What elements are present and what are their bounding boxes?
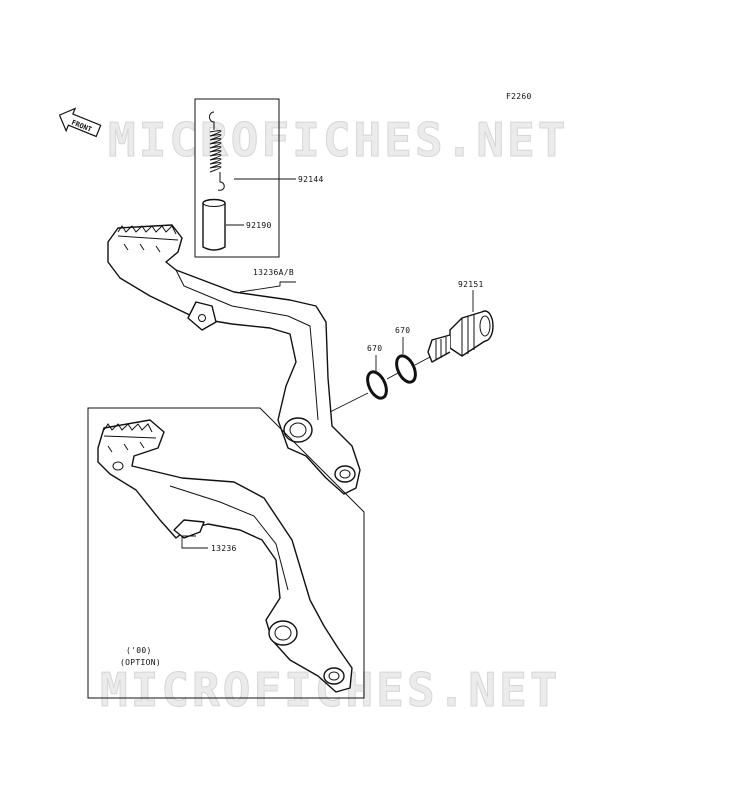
o-ring-icon-2	[395, 354, 417, 384]
option-year: ('00)	[126, 646, 152, 655]
axis-leader-2	[386, 372, 399, 380]
part-label-oring-1: 670	[367, 344, 382, 353]
option-label: (OPTION)	[120, 658, 161, 667]
part-label-pedal-ab: 13236A/B	[253, 268, 294, 277]
spring-collar-box	[194, 98, 280, 258]
collar-icon	[202, 198, 226, 251]
pivot-bolt-icon	[427, 310, 494, 363]
axis-leader-3	[414, 356, 431, 366]
watermark-top: MICROFICHES.NET	[108, 113, 568, 167]
part-label-pedal-option: 13236	[211, 544, 237, 553]
part-label-collar: 92190	[246, 221, 272, 230]
option-box	[87, 407, 365, 699]
part-label-oring-2: 670	[395, 326, 410, 335]
front-arrow-icon: FRONT	[58, 107, 102, 138]
part-label-spring: 92144	[298, 175, 324, 184]
o-ring-icon-1	[366, 370, 388, 400]
figure-code: F2260	[506, 92, 532, 101]
spring-icon	[209, 111, 225, 191]
brake-pedal-option	[97, 419, 353, 693]
part-label-pivot-bolt: 92151	[458, 280, 484, 289]
brake-pedal-ab	[107, 224, 361, 495]
axis-leader-1	[329, 392, 369, 413]
